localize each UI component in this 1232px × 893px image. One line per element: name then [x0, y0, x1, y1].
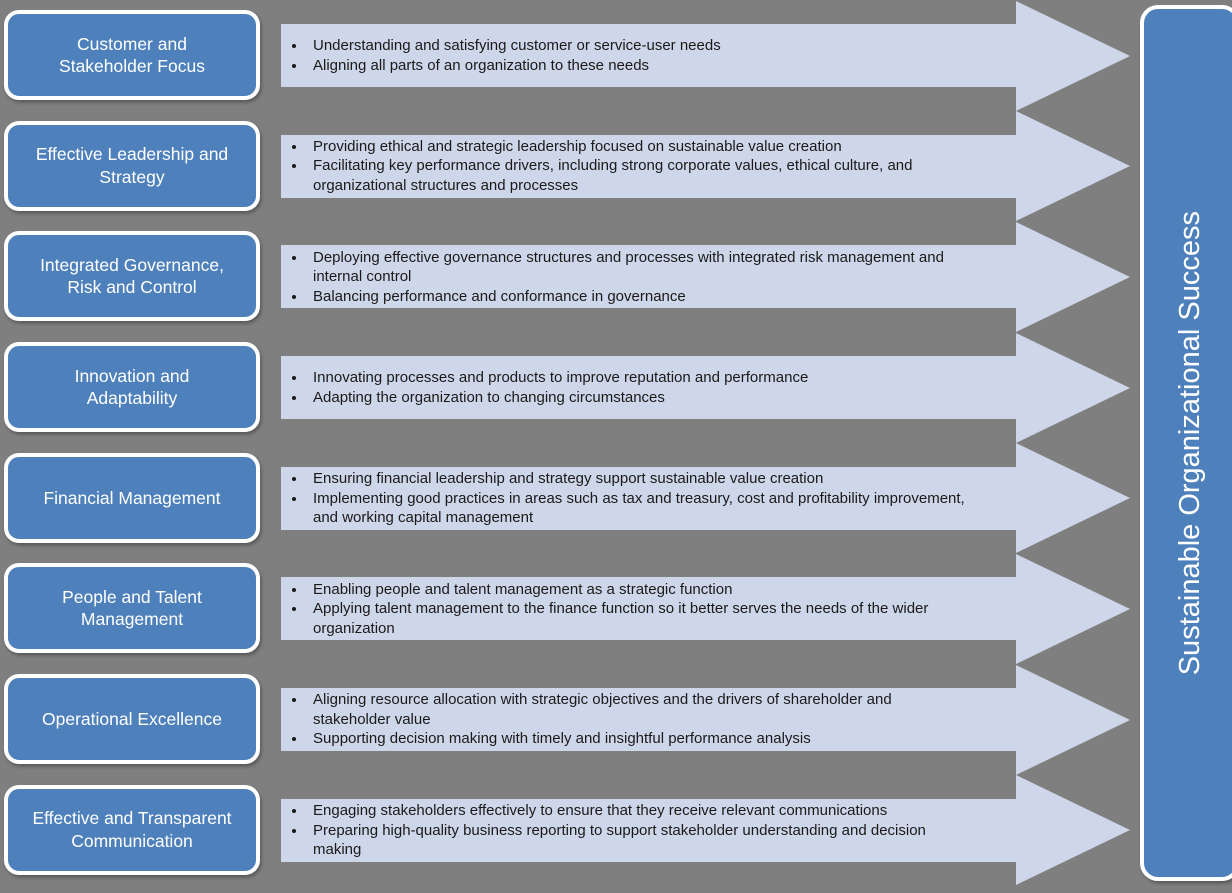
- arrow-body: Understanding and satisfying customer or…: [281, 24, 1016, 87]
- bullet-item: Preparing high-quality business reportin…: [307, 821, 971, 860]
- bullet-list: Understanding and satisfying customer or…: [281, 36, 971, 75]
- bullet-item: Aligning all parts of an organization to…: [307, 56, 971, 76]
- category-box: Effective Leadership and Strategy: [4, 120, 260, 211]
- arrow-head-icon: [1016, 553, 1130, 664]
- category-box: Financial Management: [4, 452, 260, 543]
- arrow-body: Deploying effective governance structure…: [281, 245, 1016, 309]
- arrow-body: Enabling people and talent management as…: [281, 577, 1016, 641]
- outcome-bar: Sustainable Organizational Success: [1140, 5, 1232, 881]
- category-label: Effective and Transparent Communication: [32, 808, 232, 851]
- driver-row: Effective and Transparent Communication …: [0, 775, 1232, 886]
- driver-row: Customer and Stakeholder Focus Understan…: [0, 0, 1232, 111]
- category-box: People and Talent Management: [4, 563, 260, 654]
- arrow-head-icon: [1016, 111, 1130, 222]
- bullet-list: Deploying effective governance structure…: [281, 248, 971, 307]
- arrow-body: Innovating processes and products to imp…: [281, 356, 1016, 420]
- category-label: Operational Excellence: [42, 708, 222, 729]
- category-label: Financial Management: [43, 487, 221, 508]
- arrow-body: Providing ethical and strategic leadersh…: [281, 134, 1016, 198]
- arrow-head-icon: [1016, 0, 1130, 111]
- bullet-item: Balancing performance and conformance in…: [307, 287, 971, 307]
- driver-row: Operational Excellence Aligning resource…: [0, 664, 1232, 775]
- arrow-head-icon: [1016, 221, 1130, 332]
- category-box: Effective and Transparent Communication: [4, 784, 260, 875]
- bullet-item: Adapting the organization to changing ci…: [307, 388, 971, 408]
- bullet-item: Aligning resource allocation with strate…: [307, 690, 971, 729]
- category-box: Integrated Governance, Risk and Control: [4, 231, 260, 322]
- bullet-item: Ensuring financial leadership and strate…: [307, 469, 971, 489]
- category-box: Innovation and Adaptability: [4, 342, 260, 433]
- category-box: Operational Excellence: [4, 674, 260, 765]
- bullet-list: Engaging stakeholders effectively to ens…: [281, 801, 971, 860]
- arrow-body: Engaging stakeholders effectively to ens…: [281, 798, 1016, 862]
- arrow-head-icon: [1016, 775, 1130, 886]
- bullet-item: Applying talent management to the financ…: [307, 599, 971, 638]
- bullet-list: Providing ethical and strategic leadersh…: [281, 137, 971, 196]
- bullet-item: Enabling people and talent management as…: [307, 580, 971, 600]
- category-label: Customer and Stakeholder Focus: [59, 33, 205, 76]
- driver-row: Financial Management Ensuring financial …: [0, 443, 1232, 554]
- category-label: Effective Leadership and Strategy: [35, 144, 229, 187]
- bullet-item: Deploying effective governance structure…: [307, 248, 971, 287]
- outcome-label: Sustainable Organizational Success: [1173, 210, 1206, 676]
- category-label: Innovation and Adaptability: [74, 365, 190, 409]
- bullet-item: Providing ethical and strategic leadersh…: [307, 137, 971, 157]
- driver-row: Innovation and Adaptability Innovating p…: [0, 332, 1232, 443]
- bullet-list: Enabling people and talent management as…: [281, 580, 971, 639]
- category-box: Customer and Stakeholder Focus: [4, 10, 260, 100]
- bullet-list: Aligning resource allocation with strate…: [281, 690, 971, 749]
- arrow-head-icon: [1016, 332, 1130, 443]
- driver-row: People and Talent Management Enabling pe…: [0, 553, 1232, 664]
- bullet-item: Supporting decision making with timely a…: [307, 729, 971, 749]
- bullet-list: Innovating processes and products to imp…: [281, 368, 971, 407]
- bullet-list: Ensuring financial leadership and strate…: [281, 469, 971, 528]
- bullet-item: Facilitating key performance drivers, in…: [307, 156, 971, 195]
- arrow-body: Ensuring financial leadership and strate…: [281, 466, 1016, 530]
- driver-row: Effective Leadership and Strategy Provid…: [0, 111, 1232, 222]
- category-label: Integrated Governance, Risk and Control: [40, 254, 224, 298]
- bullet-item: Innovating processes and products to imp…: [307, 368, 971, 388]
- bullet-item: Engaging stakeholders effectively to ens…: [307, 801, 971, 821]
- driver-row: Integrated Governance, Risk and Control …: [0, 221, 1232, 332]
- arrow-head-icon: [1016, 664, 1130, 775]
- bullet-item: Understanding and satisfying customer or…: [307, 36, 971, 56]
- arrow-body: Aligning resource allocation with strate…: [281, 688, 1016, 752]
- bullet-item: Implementing good practices in areas suc…: [307, 489, 971, 528]
- category-label: People and Talent Management: [62, 587, 202, 630]
- arrow-head-icon: [1016, 443, 1130, 554]
